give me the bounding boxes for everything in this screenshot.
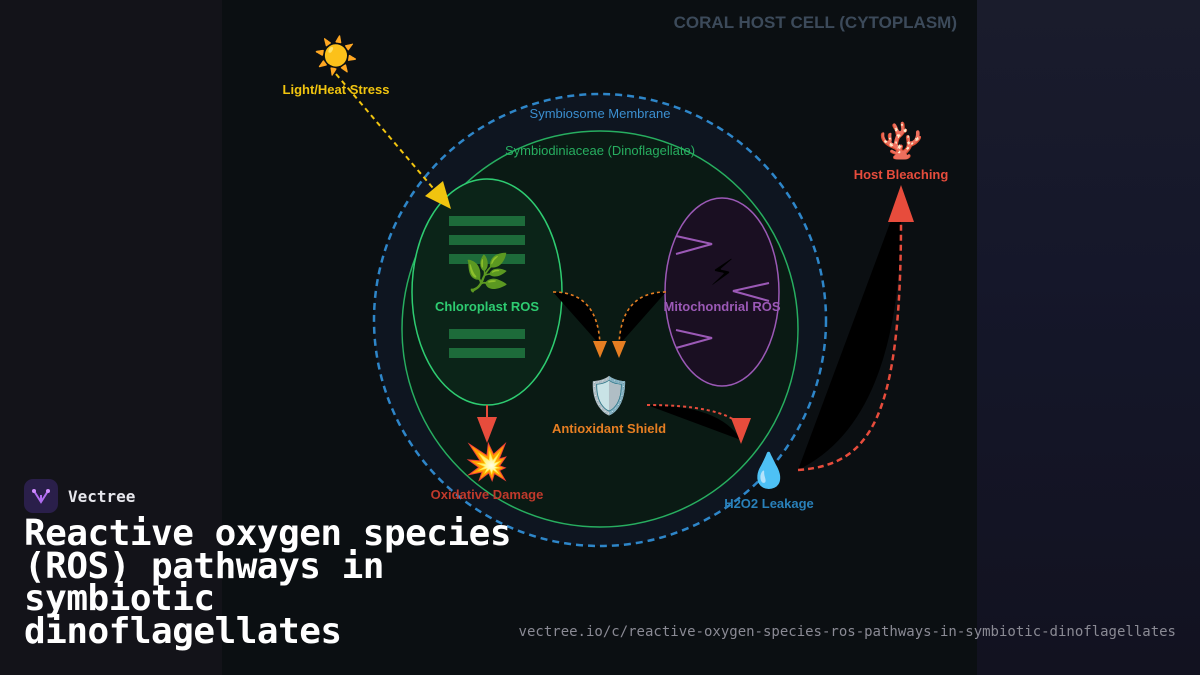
left-background (0, 0, 222, 675)
cell-label: Symbiodiniaceae (Dinoflagellate) (505, 143, 695, 158)
leakage-arrowhead (731, 418, 751, 444)
damage-arrowhead (477, 417, 497, 443)
coral-icon: 🪸 (879, 120, 924, 161)
thylakoid-stacks (449, 216, 525, 358)
lightning-icon: ⚡ (709, 252, 734, 293)
mitochondria-flow-fill (619, 292, 666, 345)
mitochondria-to-antioxidant-arrow (618, 291, 667, 346)
stress-label: Light/Heat Stress (283, 82, 390, 97)
chloroplast-label: Chloroplast ROS (435, 299, 539, 314)
bleaching-label: Host Bleaching (854, 167, 949, 182)
chloroplast-arrowhead (593, 341, 607, 358)
shield-icon: 🛡️ (587, 375, 632, 416)
right-background (977, 0, 1200, 675)
bleaching-flow-fill (798, 215, 901, 470)
leaf-icon: 🌿 (465, 252, 510, 293)
antioxidant-label: Antioxidant Shield (552, 421, 666, 436)
mitochondrial-cristae (675, 235, 770, 349)
leakage-label: H2O2 Leakage (724, 496, 814, 511)
sun-icon: ☀️ (314, 34, 359, 77)
region-title: CORAL HOST CELL (CYTOPLASM) (674, 13, 957, 32)
mitochondria-arrowhead (612, 341, 626, 358)
page-title: Reactive oxygen species (ROS) pathways i… (24, 513, 512, 652)
stress-to-chloroplast-arrow (335, 73, 445, 202)
membrane-label: Symbiosome Membrane (530, 106, 671, 121)
droplet-icon: 💧 (748, 451, 790, 490)
vectree-logo-icon (24, 479, 58, 513)
source-url[interactable]: vectree.io/c/reactive-oxygen-species-ros… (518, 624, 1176, 640)
chloroplast-to-antioxidant-arrow (552, 291, 601, 346)
mitochondria-label: Mitochondrial ROS (664, 299, 781, 314)
brand: Vectree (24, 479, 135, 513)
explosion-icon: 💥 (465, 441, 510, 483)
stress-arrowhead (425, 181, 451, 209)
leakage-flow-fill (647, 405, 741, 440)
chloroplast-flow-fill (553, 292, 600, 345)
damage-label: Oxidative Damage (431, 487, 544, 502)
brand-name: Vectree (68, 486, 136, 506)
bleaching-arrowhead (888, 185, 914, 222)
